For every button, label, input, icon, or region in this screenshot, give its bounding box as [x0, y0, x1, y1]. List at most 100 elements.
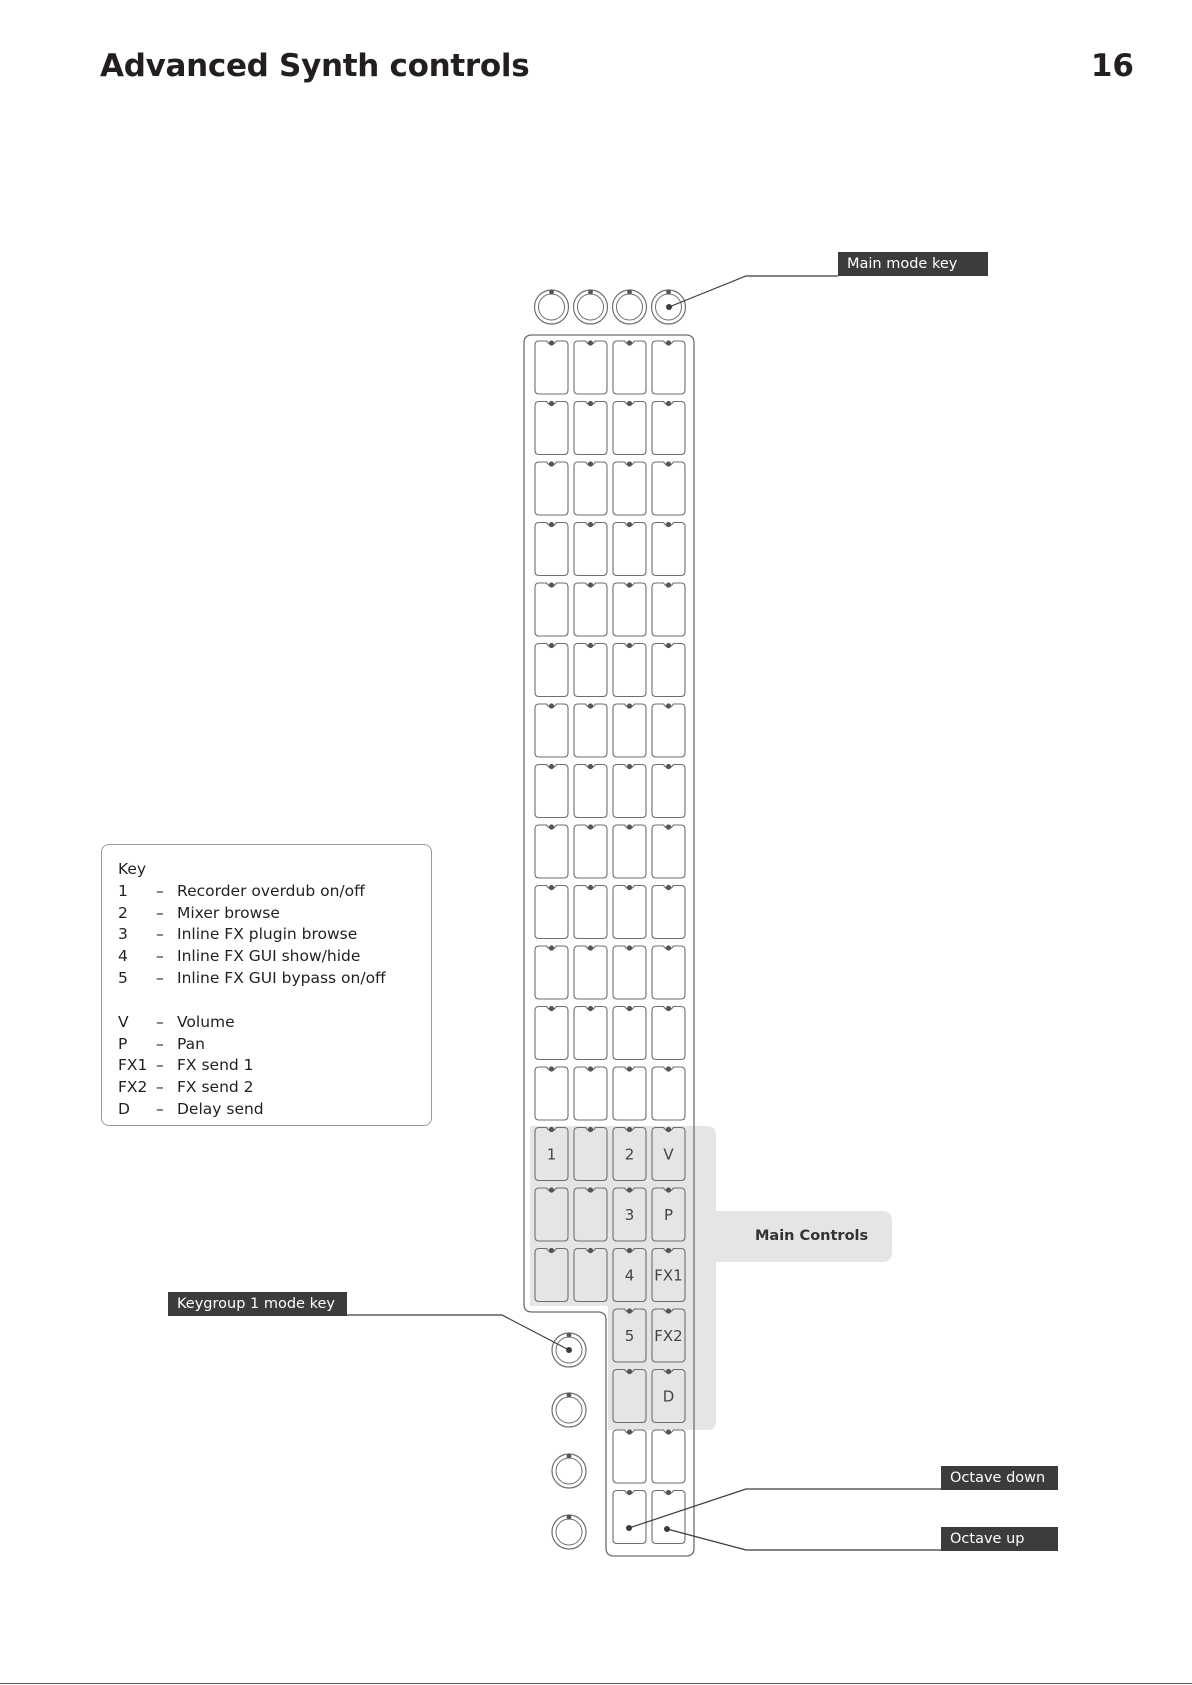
pad-r10-c0[interactable]	[534, 945, 569, 1000]
pad-r6-c1[interactable]	[573, 703, 608, 758]
main-controls-label: Main Controls	[755, 1228, 869, 1244]
pad-r8-c2[interactable]	[612, 824, 647, 879]
pad-r15-c0[interactable]	[534, 1247, 569, 1303]
pad-led-r7-c0	[548, 763, 555, 770]
pad-r14-c0[interactable]	[534, 1187, 569, 1242]
pad-r14-c1[interactable]	[573, 1187, 608, 1242]
mode-key-knob-2[interactable]	[572, 289, 609, 325]
pad-r1-c0[interactable]	[534, 400, 569, 456]
pad-r0-c0[interactable]	[534, 340, 569, 395]
pad-led-r15-c0	[548, 1247, 555, 1254]
pad-r10-c1[interactable]	[573, 945, 608, 1000]
pad-r10-c3[interactable]	[651, 945, 686, 1000]
pad-led-r11-c1	[587, 1005, 594, 1012]
pad-r15-c3[interactable]	[651, 1247, 686, 1303]
mode-key-knob-1[interactable]	[533, 289, 570, 325]
pad-r12-c2[interactable]	[612, 1066, 647, 1121]
pad-r18-c2[interactable]	[612, 1429, 647, 1484]
legend-key: FX2	[118, 1078, 148, 1097]
legend-dash: –	[156, 881, 164, 900]
pad-r17-c3[interactable]	[651, 1368, 686, 1424]
pad-r9-c3[interactable]	[651, 884, 686, 940]
pad-led-r19-c3	[665, 1489, 672, 1496]
pad-r7-c1[interactable]	[573, 763, 608, 819]
pad-r13-c2[interactable]	[612, 1126, 647, 1182]
pad-r14-c3[interactable]	[651, 1187, 686, 1242]
pad-r5-c2[interactable]	[612, 642, 647, 698]
pad-r11-c1[interactable]	[573, 1005, 608, 1061]
pad-r6-c0[interactable]	[534, 703, 569, 758]
pad-led-r4-c1	[587, 582, 594, 588]
pad-r7-c0[interactable]	[534, 763, 569, 819]
pad-r12-c3[interactable]	[651, 1066, 686, 1121]
side-key-knob-2[interactable]	[551, 1392, 587, 1428]
mode-key-knob-3[interactable]	[611, 289, 648, 325]
pad-r0-c2[interactable]	[612, 340, 647, 395]
pad-led-r5-c1	[587, 642, 594, 649]
pad-r9-c2[interactable]	[612, 884, 647, 940]
pad-r1-c3[interactable]	[651, 400, 686, 456]
pad-r11-c0[interactable]	[534, 1005, 569, 1061]
pad-r6-c2[interactable]	[612, 703, 647, 758]
pad-r13-c0[interactable]	[534, 1126, 569, 1182]
pad-r19-c2[interactable]	[612, 1489, 647, 1545]
pad-r7-c2[interactable]	[612, 763, 647, 819]
pad-r5-c0[interactable]	[534, 642, 569, 698]
pad-r12-c0[interactable]	[534, 1066, 569, 1121]
pad-r3-c1[interactable]	[573, 521, 608, 577]
pad-r8-c0[interactable]	[534, 824, 569, 879]
pad-led-r3-c2	[626, 521, 633, 528]
pad-led-r8-c0	[548, 824, 555, 830]
pad-r9-c0[interactable]	[534, 884, 569, 940]
pad-r3-c3[interactable]	[651, 521, 686, 577]
pad-r5-c3[interactable]	[651, 642, 686, 698]
pad-r4-c2[interactable]	[612, 582, 647, 637]
pad-r6-c3[interactable]	[651, 703, 686, 758]
pad-led-r1-c2	[626, 400, 633, 407]
pad-r7-c3[interactable]	[651, 763, 686, 819]
pad-r8-c3[interactable]	[651, 824, 686, 879]
pad-led-r1-c1	[587, 400, 594, 407]
pad-r15-c1[interactable]	[573, 1247, 608, 1303]
legend-dash: –	[156, 1034, 164, 1053]
pad-r19-c3[interactable]	[651, 1489, 686, 1545]
side-key-knob-4[interactable]	[551, 1514, 587, 1550]
side-key-knob-3[interactable]	[551, 1453, 587, 1489]
pad-r11-c3[interactable]	[651, 1005, 686, 1061]
pad-r8-c1[interactable]	[573, 824, 608, 879]
pad-r16-c2[interactable]	[612, 1308, 647, 1363]
pad-led-r10-c3	[665, 945, 672, 951]
pad-r3-c2[interactable]	[612, 521, 647, 577]
pad-r4-c0[interactable]	[534, 582, 569, 637]
legend-dash: –	[156, 1099, 164, 1118]
mode-key-knob-3-led	[627, 289, 632, 295]
pad-r2-c2[interactable]	[612, 461, 647, 516]
pad-r3-c0[interactable]	[534, 521, 569, 577]
legend-key: D	[118, 1099, 130, 1118]
pad-led-r8-c1	[587, 824, 594, 830]
pad-r11-c2[interactable]	[612, 1005, 647, 1061]
pad-r2-c3[interactable]	[651, 461, 686, 516]
legend-row: FX1–FX send 1	[118, 1055, 431, 1077]
pad-r0-c3[interactable]	[651, 340, 686, 395]
pad-r2-c1[interactable]	[573, 461, 608, 516]
pad-r16-c3[interactable]	[651, 1308, 686, 1363]
pad-r2-c0[interactable]	[534, 461, 569, 516]
pad-r9-c1[interactable]	[573, 884, 608, 940]
pad-r0-c1[interactable]	[573, 340, 608, 395]
pad-r1-c2[interactable]	[612, 400, 647, 456]
pad-r17-c2[interactable]	[612, 1368, 647, 1424]
pad-r13-c1[interactable]	[573, 1126, 608, 1182]
pad-r4-c3[interactable]	[651, 582, 686, 637]
legend-desc: FX send 1	[177, 1056, 254, 1075]
pad-r12-c1[interactable]	[573, 1066, 608, 1121]
legend-row: 1–Recorder overdub on/off	[118, 881, 431, 903]
pad-r5-c1[interactable]	[573, 642, 608, 698]
pad-r4-c1[interactable]	[573, 582, 608, 637]
pad-r10-c2[interactable]	[612, 945, 647, 1000]
pad-r15-c2[interactable]	[612, 1247, 647, 1303]
pad-r13-c3[interactable]	[651, 1126, 686, 1182]
pad-r1-c1[interactable]	[573, 400, 608, 456]
pad-r14-c2[interactable]	[612, 1187, 647, 1242]
pad-r18-c3[interactable]	[651, 1429, 686, 1484]
